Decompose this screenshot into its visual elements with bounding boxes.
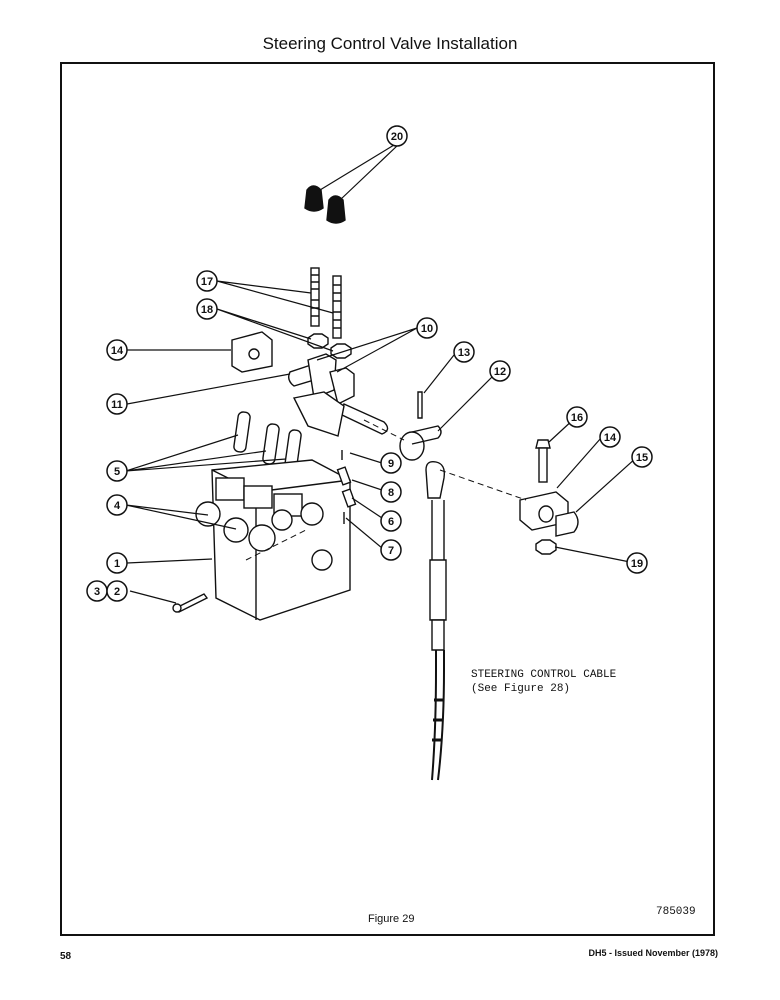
page-number: 58 bbox=[60, 951, 72, 962]
callout-circle-12 bbox=[489, 360, 511, 382]
bolt-part-2 bbox=[172, 593, 209, 613]
callout-circle-7 bbox=[380, 539, 402, 561]
clevis bbox=[425, 460, 446, 499]
yoke-part-12 bbox=[399, 425, 442, 461]
cable-note-line2: (See Figure 28) bbox=[471, 683, 571, 695]
callout-14b: 14 bbox=[604, 432, 617, 444]
callout-10: 10 bbox=[421, 323, 433, 335]
callout-11: 11 bbox=[111, 399, 123, 411]
callout-circle-20 bbox=[386, 125, 408, 147]
callout-13: 13 bbox=[458, 347, 470, 359]
cable-note: STEERING CONTROL CABLE (See Figure 28) bbox=[471, 668, 616, 696]
callout-2: 2 bbox=[114, 586, 120, 598]
callout-17: 19 bbox=[631, 558, 643, 570]
callout-3: 3 bbox=[94, 586, 100, 598]
callout-16: 16 bbox=[571, 412, 583, 424]
callout-circle-15 bbox=[631, 446, 653, 468]
stud-part-18 bbox=[310, 267, 342, 339]
leader-lines bbox=[125, 144, 637, 604]
cable-note-line1: STEERING CONTROL CABLE bbox=[471, 669, 617, 681]
callout-18: 17 bbox=[201, 276, 213, 288]
callout-circle-8 bbox=[380, 481, 402, 503]
drawing-number: 785039 bbox=[656, 906, 696, 918]
nut-part-17 bbox=[535, 539, 557, 555]
knob-part-20 bbox=[304, 185, 346, 224]
document-issue: DH5 - Issued November (1978) bbox=[588, 948, 718, 958]
pin-part-13 bbox=[417, 391, 423, 419]
callout-circle-13 bbox=[453, 341, 475, 363]
callout-5: 5 bbox=[114, 466, 120, 478]
callout-19: 18 bbox=[201, 304, 213, 316]
page-title: Steering Control Valve Installation bbox=[262, 34, 518, 53]
callout-6: 6 bbox=[388, 516, 394, 528]
link-plates-part-5 bbox=[233, 411, 302, 471]
callout-14a: 14 bbox=[111, 345, 124, 357]
nut-part-19 bbox=[307, 333, 352, 359]
figure-frame bbox=[60, 62, 715, 936]
callout-8: 8 bbox=[388, 487, 394, 499]
bolt-part-16 bbox=[535, 439, 551, 483]
callout-circle-17 bbox=[626, 552, 648, 574]
callout-15: 15 bbox=[636, 452, 648, 464]
pins-parts-6-8-9 bbox=[336, 450, 357, 524]
bushing-part-15 bbox=[555, 511, 579, 537]
callout-circle-11 bbox=[106, 393, 128, 415]
callout-circle-5 bbox=[106, 460, 128, 482]
figure-caption: Figure 29 bbox=[368, 913, 415, 925]
callout-circle-14a bbox=[106, 339, 128, 361]
callout-7: 7 bbox=[388, 545, 394, 557]
callout-20: 20 bbox=[391, 131, 403, 143]
callout-9: 9 bbox=[388, 458, 394, 470]
callout-1: 1 bbox=[114, 558, 120, 570]
valve-body-part-1 bbox=[195, 459, 351, 621]
steering-cable bbox=[429, 500, 447, 781]
callout-circle-14b bbox=[599, 426, 621, 448]
callout-circle-1 bbox=[106, 552, 128, 574]
callout-circle-6 bbox=[380, 510, 402, 532]
callout-circle-10 bbox=[416, 317, 438, 339]
callout-circle-16 bbox=[566, 406, 588, 428]
block-part-14-upper bbox=[231, 331, 273, 373]
callout-4: 4 bbox=[114, 500, 121, 512]
callout-12: 12 bbox=[494, 366, 506, 378]
callout-circle-2 bbox=[106, 580, 128, 602]
callout-circle-4 bbox=[106, 494, 128, 516]
callout-circle-19 bbox=[196, 298, 218, 320]
callout-circle-18 bbox=[196, 270, 218, 292]
callout-circle-9 bbox=[380, 452, 402, 474]
lever-assembly bbox=[287, 353, 389, 437]
